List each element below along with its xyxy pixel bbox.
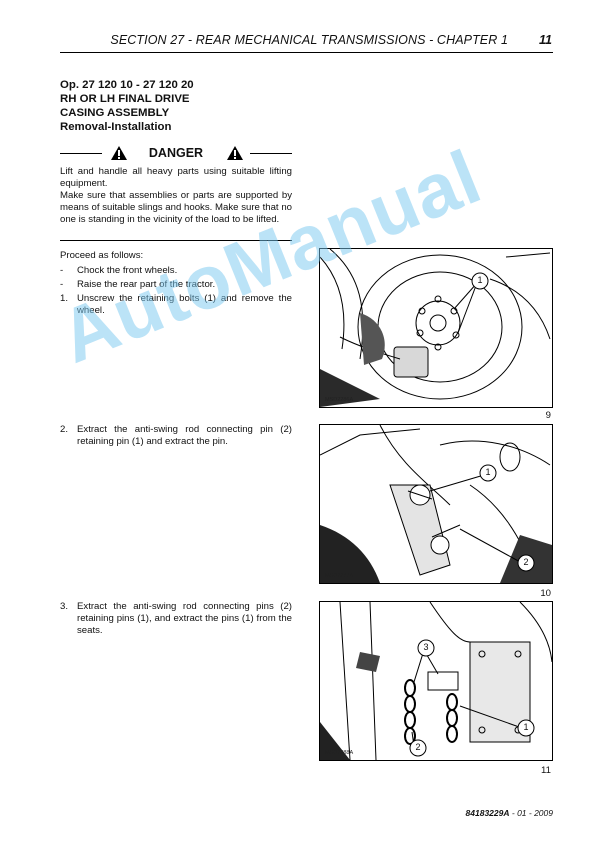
- operation-code: Op. 27 120 10 - 27 120 20: [60, 79, 194, 91]
- figure-anti-swing-pins: 3 2 1 MSD2288A: [319, 601, 553, 761]
- list-item: - Chock the front wheels.: [60, 265, 292, 277]
- list-text: Unscrew the retaining bolts (1) and remo…: [77, 293, 292, 316]
- figure-number: 11: [541, 765, 551, 776]
- document-footer: 84183229A - 01 - 2009: [380, 808, 553, 818]
- list-item: 1. Unscrew the retaining bolts (1) and r…: [60, 293, 292, 317]
- operation-type: Removal-Installation: [60, 121, 172, 133]
- danger-text-lifting: Lift and handle all heavy parts using su…: [60, 166, 292, 189]
- warning-triangle-icon: [227, 146, 243, 160]
- callout-label: 1: [477, 275, 483, 285]
- figure-number: 9: [545, 410, 551, 421]
- document-number: 84183229A: [465, 808, 510, 818]
- figure-anti-swing-pin: 1 2 MSD2287A: [319, 424, 553, 584]
- figure-code: MSD2288A: [325, 750, 354, 756]
- list-item: 3. Extract the anti-swing rod connecting…: [60, 601, 292, 637]
- warning-triangle-icon: [111, 146, 127, 160]
- list-text: Chock the front wheels.: [77, 265, 178, 276]
- operation-title: RH OR LH FINAL DRIVE: [60, 93, 190, 105]
- list-marker: 2.: [60, 424, 69, 435]
- callout-label: 1: [523, 722, 529, 732]
- list-marker: -: [60, 265, 64, 276]
- danger-bottom-rule: [60, 240, 292, 241]
- danger-heading: DANGER: [60, 145, 292, 163]
- danger-rule-left: [60, 153, 102, 154]
- figure-code: MSD2287A: [325, 573, 354, 579]
- procedure-intro: Proceed as follows:: [60, 250, 144, 261]
- wheel-hub-illustration: [320, 249, 551, 407]
- list-item: 2. Extract the anti-swing rod connecting…: [60, 424, 292, 448]
- danger-label: DANGER: [148, 146, 204, 160]
- figure-number: 10: [540, 588, 551, 599]
- list-marker: 3.: [60, 601, 69, 612]
- danger-rule-right: [250, 153, 292, 154]
- callout-label: 2: [415, 742, 421, 752]
- anti-swing-chain-illustration: [320, 602, 552, 760]
- operation-subtitle: CASING ASSEMBLY: [60, 107, 170, 119]
- list-item: - Raise the rear part of the tractor.: [60, 279, 292, 291]
- section-header: SECTION 27 - REAR MECHANICAL TRANSMISSIO…: [110, 33, 508, 47]
- list-marker: -: [60, 279, 64, 290]
- list-text: Extract the anti-swing rod connecting pi…: [77, 424, 292, 447]
- page-number: 11: [539, 33, 552, 47]
- callout-label: 2: [523, 557, 529, 567]
- list-text: Raise the rear part of the tractor.: [77, 279, 216, 290]
- anti-swing-rod-illustration: [320, 425, 552, 583]
- list-text: Extract the anti-swing rod connecting pi…: [77, 601, 292, 636]
- figure-wheel-bolts: 1 MSD2286A: [319, 248, 553, 408]
- document-date: - 01 - 2009: [511, 808, 553, 818]
- header-rule: [60, 52, 553, 53]
- callout-label: 3: [423, 642, 429, 652]
- danger-text-support: Make sure that assemblies or parts are s…: [60, 190, 292, 225]
- callout-label: 1: [485, 467, 491, 477]
- list-marker: 1.: [60, 293, 69, 304]
- figure-code: MSD2286A: [325, 397, 354, 403]
